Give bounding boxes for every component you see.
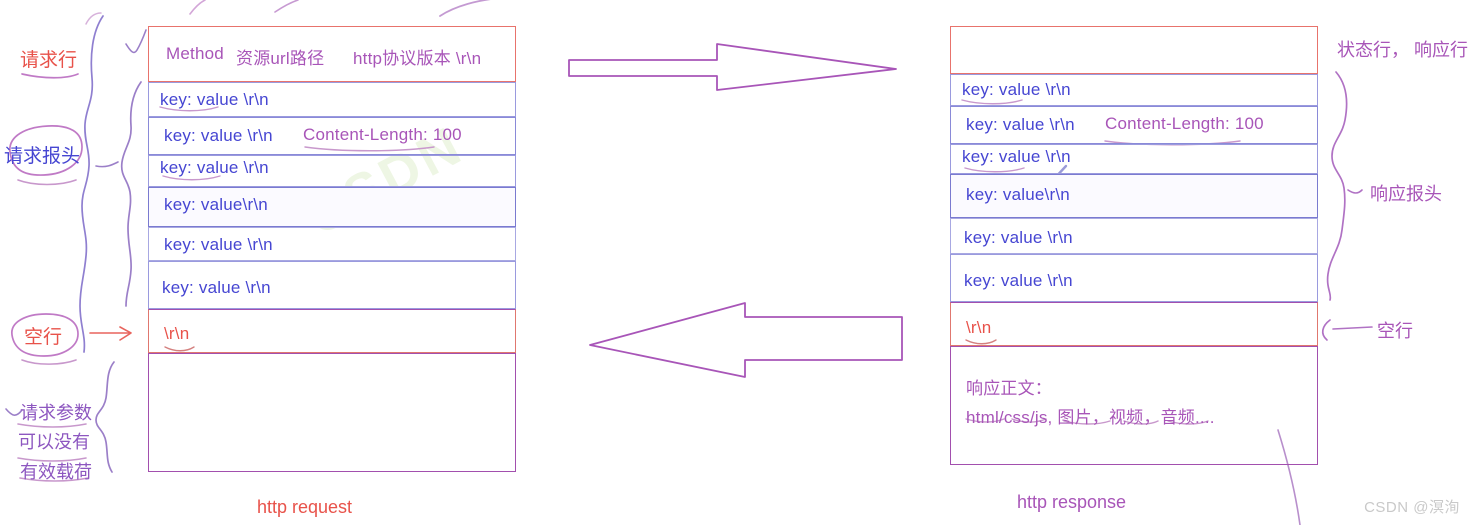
response-row-header-5 xyxy=(950,218,1318,254)
request-blank-line-text: \r\n xyxy=(164,324,190,343)
request-row-header-2 xyxy=(148,117,516,155)
request-line-version: http协议版本 \r\n xyxy=(353,49,482,68)
response-row-header-1 xyxy=(950,74,1318,106)
request-row-blank-line xyxy=(148,309,516,353)
request-row-body xyxy=(148,353,516,472)
annotation-request-params-1: 请求参数 xyxy=(20,403,92,423)
request-row-header-3 xyxy=(148,155,516,187)
response-body-title: 响应正文： xyxy=(966,379,1052,398)
annotation-blank-line-right: 空行 xyxy=(1377,321,1413,341)
request-header-4-text: key: value\r\n xyxy=(164,195,268,214)
response-blank-line-text: \r\n xyxy=(966,318,992,337)
response-header-5-text: key: value \r\n xyxy=(964,228,1073,247)
response-row-status-line xyxy=(950,26,1318,74)
request-row-request-line xyxy=(148,26,516,82)
request-content-length: Content-Length: 100 xyxy=(303,125,462,144)
response-row-blank-line xyxy=(950,302,1318,346)
request-row-header-1 xyxy=(148,82,516,117)
response-header-6-text: key: value \r\n xyxy=(964,271,1073,290)
request-caption: http request xyxy=(257,497,353,517)
request-row-header-6 xyxy=(148,261,516,309)
response-row-header-2 xyxy=(950,106,1318,144)
request-row-header-5 xyxy=(148,227,516,261)
response-row-header-4 xyxy=(950,174,1318,218)
response-header-2-text: key: value \r\n xyxy=(966,115,1075,134)
annotation-request-params-2: 可以没有 xyxy=(18,432,90,452)
annotation-blank-line-left: 空行 xyxy=(24,327,63,348)
response-content-length: Content-Length: 100 xyxy=(1105,114,1264,133)
request-row-header-4 xyxy=(148,187,516,227)
request-header-6-text: key: value \r\n xyxy=(162,278,271,297)
request-line-method: Method xyxy=(166,44,224,63)
annotation-status-line: 状态行， 响应行 xyxy=(1337,40,1469,60)
request-line-url: 资源url路径 xyxy=(236,49,325,68)
response-body-types: html/css/js, 图片，视频，音频.... xyxy=(966,408,1215,427)
request-header-5-text: key: value \r\n xyxy=(164,235,273,254)
response-row-body xyxy=(950,346,1318,465)
http-request-box: Method 资源url路径 http协议版本 \r\n key: value … xyxy=(148,26,516,472)
csdn-watermark: CSDN @溟洵 xyxy=(1364,499,1460,516)
annotation-request-line: 请求行 xyxy=(20,50,78,71)
request-header-2-text: key: value \r\n xyxy=(164,126,273,145)
annotation-request-params-3: 有效载荷 xyxy=(20,462,92,482)
annotation-request-header: 请求报头 xyxy=(4,146,81,167)
http-response-box: key: value \r\n key: value \r\n Content-… xyxy=(950,26,1318,468)
response-caption: http response xyxy=(1017,492,1127,512)
response-header-1-text: key: value \r\n xyxy=(962,80,1071,99)
response-header-4-text: key: value\r\n xyxy=(966,185,1070,204)
response-row-header-6 xyxy=(950,254,1318,302)
request-header-1-text: key: value \r\n xyxy=(160,90,269,109)
response-header-3-text: key: value \r\n xyxy=(962,147,1071,166)
annotation-response-header: 响应报头 xyxy=(1370,184,1442,204)
response-row-header-3 xyxy=(950,144,1318,174)
request-header-3-text: key: value \r\n xyxy=(160,158,269,177)
